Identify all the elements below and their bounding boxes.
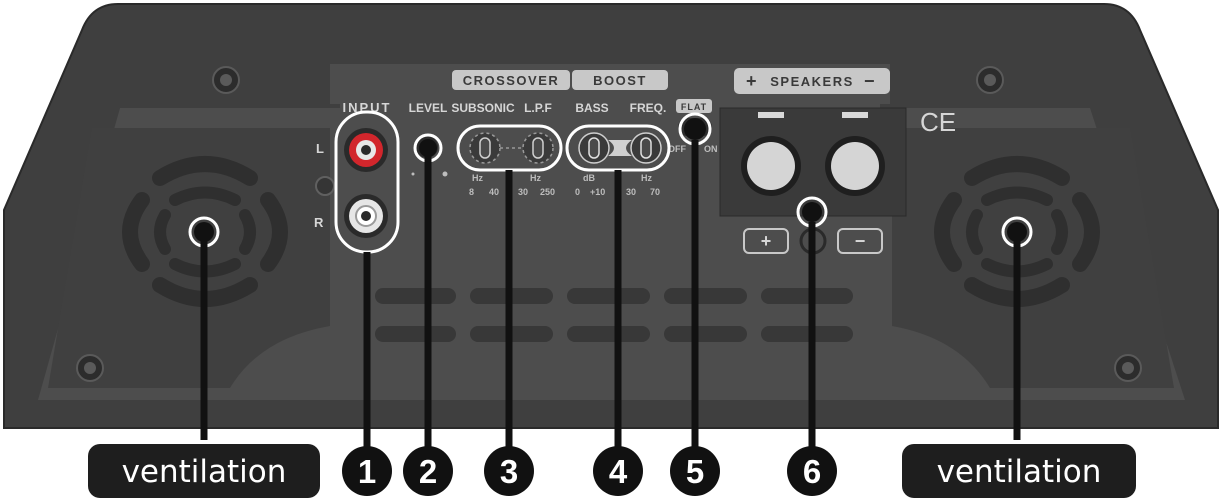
subsonic-max: 40 bbox=[489, 187, 499, 197]
bass-max: +10 bbox=[590, 187, 605, 197]
svg-text:6: 6 bbox=[803, 453, 821, 490]
flat-pill bbox=[676, 99, 712, 113]
speaker-terminal-negative[interactable] bbox=[831, 142, 879, 190]
speakers-minus-symbol: − bbox=[864, 71, 876, 91]
rca-left-input[interactable] bbox=[344, 128, 388, 172]
callout-number-5: 5 bbox=[670, 446, 720, 496]
ventilation-left-badge bbox=[88, 444, 320, 498]
callout-number-4: 4 bbox=[593, 446, 643, 496]
callout-number-2: 2 bbox=[403, 446, 453, 496]
subsonic-min: 8 bbox=[469, 187, 474, 197]
right-vent-panel bbox=[892, 128, 1174, 388]
input-right-label: R bbox=[314, 215, 324, 230]
speaker-terminal-clip bbox=[842, 112, 868, 118]
flat-label: FLAT bbox=[681, 102, 707, 112]
flat-off-label: OFF bbox=[668, 144, 686, 154]
callout-number-6: 6 bbox=[787, 446, 837, 496]
ventilation-right-badge bbox=[902, 444, 1136, 498]
svg-text:3: 3 bbox=[500, 453, 518, 490]
screw-icon bbox=[212, 66, 240, 94]
lpf-max: 250 bbox=[540, 187, 555, 197]
level-max-dot bbox=[442, 171, 448, 177]
screw-icon bbox=[1114, 354, 1142, 382]
svg-text:2: 2 bbox=[419, 453, 437, 490]
left-vent-panel bbox=[48, 128, 330, 388]
level-min-dot bbox=[411, 172, 415, 176]
screw-icon bbox=[976, 66, 1004, 94]
input-label: INPUT bbox=[343, 100, 392, 115]
freq-min: 30 bbox=[626, 187, 636, 197]
terminal-plus-badge bbox=[743, 228, 789, 254]
boost-pill bbox=[572, 70, 668, 90]
bass-label: BASS bbox=[575, 101, 608, 115]
input-left-label: L bbox=[316, 141, 324, 156]
bass-unit: dB bbox=[583, 173, 595, 183]
terminal-plus-symbol: + bbox=[761, 231, 772, 251]
ground-screw-icon bbox=[315, 176, 335, 196]
callout-dots bbox=[194, 118, 1027, 242]
callout-leader-lines bbox=[200, 140, 1021, 448]
rca-right-input[interactable] bbox=[344, 194, 388, 238]
lpf-knob[interactable] bbox=[532, 137, 544, 159]
left-fan-grille bbox=[122, 156, 288, 307]
screw-icon bbox=[76, 354, 104, 382]
level-label: LEVEL bbox=[409, 101, 448, 115]
callout-number-1: 1 bbox=[342, 446, 392, 496]
speaker-terminal-clip bbox=[758, 112, 784, 118]
ventilation-left-label: ventilation bbox=[122, 454, 287, 490]
terminal-minus-badge bbox=[837, 228, 883, 254]
ce-mark: CE bbox=[920, 107, 956, 137]
svg-text:1: 1 bbox=[358, 453, 376, 490]
subsonic-knob[interactable] bbox=[479, 137, 491, 159]
freq-label: FREQ. bbox=[630, 101, 667, 115]
speakers-pill bbox=[734, 68, 890, 94]
crossover-label: CROSSOVER bbox=[463, 73, 560, 88]
svg-text:4: 4 bbox=[609, 453, 628, 490]
subsonic-label: SUBSONIC bbox=[451, 101, 515, 115]
lpf-unit: Hz bbox=[530, 173, 541, 183]
boost-link-bracket bbox=[608, 140, 632, 156]
bass-min: 0 bbox=[575, 187, 580, 197]
callout-number-3: 3 bbox=[484, 446, 534, 496]
speaker-terminal-positive[interactable] bbox=[747, 142, 795, 190]
lpf-label: L.P.F bbox=[524, 101, 552, 115]
freq-max: 70 bbox=[650, 187, 660, 197]
svg-text:5: 5 bbox=[686, 453, 704, 490]
subsonic-unit: Hz bbox=[472, 173, 483, 183]
bass-knob[interactable] bbox=[588, 137, 600, 159]
speakers-plus-symbol: + bbox=[746, 71, 758, 91]
ventilation-right-label: ventilation bbox=[937, 454, 1102, 490]
boost-label: BOOST bbox=[593, 73, 647, 88]
flat-on-label: ON bbox=[704, 144, 718, 154]
freq-knob[interactable] bbox=[640, 137, 652, 159]
crossover-pill bbox=[452, 70, 570, 90]
terminal-minus-symbol: − bbox=[855, 231, 866, 251]
lpf-min: 30 bbox=[518, 187, 528, 197]
speakers-label: SPEAKERS bbox=[770, 74, 854, 89]
freq-unit: Hz bbox=[641, 173, 652, 183]
